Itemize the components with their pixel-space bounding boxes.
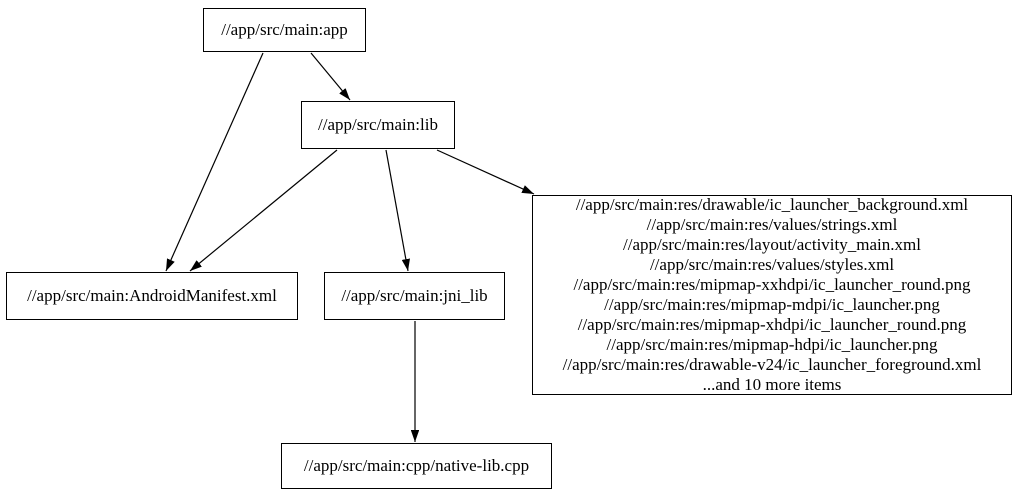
- res-item: //app/src/main:res/layout/activity_main.…: [623, 235, 921, 254]
- graph-node-resgroup: //app/src/main:res/drawable/ic_launcher_…: [532, 195, 1012, 395]
- res-item: //app/src/main:res/drawable/ic_launcher_…: [575, 195, 969, 214]
- graph-node-lib: //app/src/main:lib: [301, 101, 455, 149]
- res-item: //app/src/main:res/mipmap-hdpi/ic_launch…: [606, 335, 938, 354]
- res-item: //app/src/main:res/mipmap-xxhdpi/ic_laun…: [573, 275, 971, 294]
- node-label: //app/src/main:jni_lib: [341, 286, 488, 305]
- graph-node-androidmanifest: //app/src/main:AndroidManifest.xml: [6, 272, 298, 320]
- node-label: //app/src/main:app: [221, 20, 348, 39]
- graph-node-jnilib: //app/src/main:jni_lib: [324, 272, 505, 320]
- node-label: //app/src/main:AndroidManifest.xml: [27, 286, 277, 305]
- node-label: //app/src/main:cpp/native-lib.cpp: [303, 456, 530, 475]
- edge-app-to-lib: [310, 52, 351, 101]
- res-item: //app/src/main:res/values/strings.xml: [646, 215, 898, 234]
- graph-node-nativelibcpp: //app/src/main:cpp/native-lib.cpp: [281, 443, 552, 489]
- edge-lib-to-resgroup: [436, 149, 535, 195]
- graph-node-app: //app/src/main:app: [203, 8, 366, 52]
- res-group-more-items: ...and 10 more items: [702, 375, 842, 394]
- res-item: //app/src/main:res/mipmap-mdpi/ic_launch…: [604, 295, 940, 314]
- res-item: //app/src/main:res/mipmap-xhdpi/ic_launc…: [577, 315, 967, 334]
- res-item: //app/src/main:res/values/styles.xml: [649, 255, 895, 274]
- edge-app-to-androidmanifest: [165, 52, 264, 272]
- edge-lib-to-jnilib: [385, 149, 410, 272]
- edge-lib-to-androidmanifest: [189, 149, 338, 272]
- node-label: //app/src/main:lib: [318, 115, 438, 134]
- res-item: //app/src/main:res/drawable-v24/ic_launc…: [562, 355, 982, 374]
